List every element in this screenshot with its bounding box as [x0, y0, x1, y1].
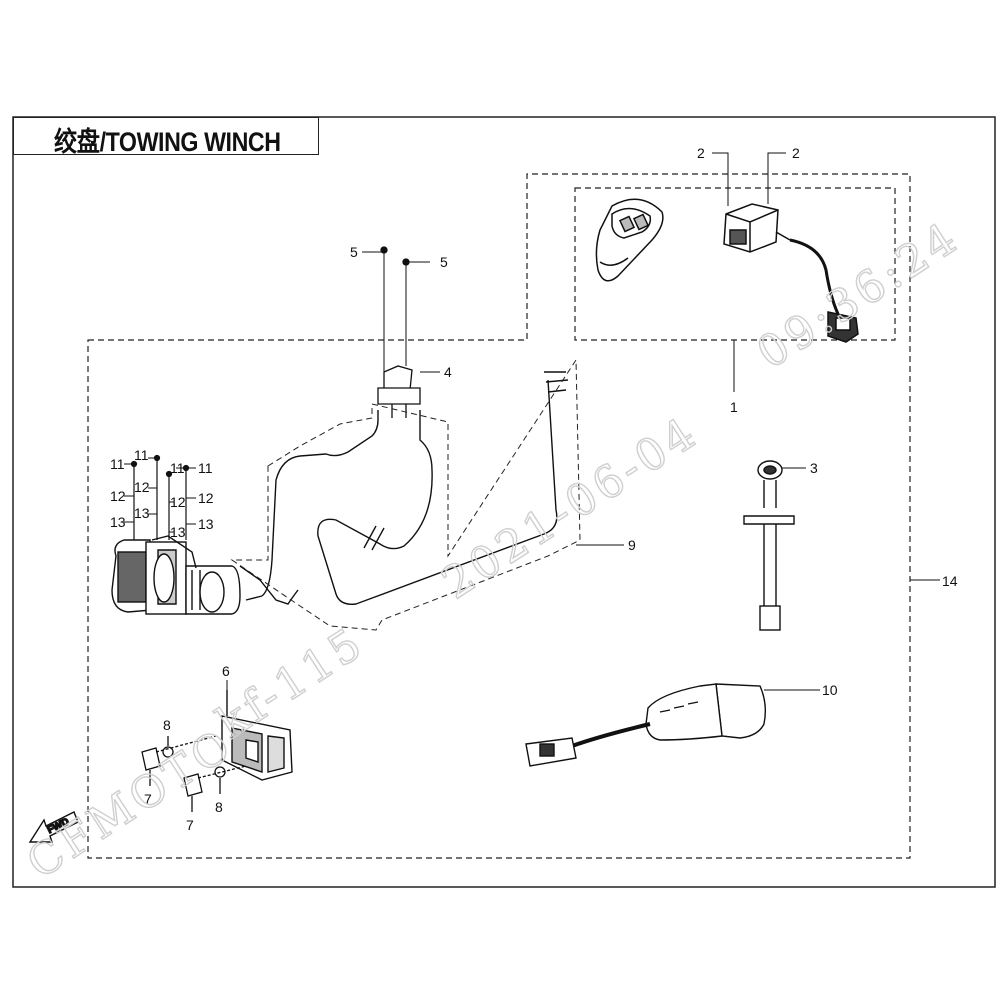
- handheld-controller: [525, 683, 767, 767]
- group-1-boundary: [574, 187, 896, 341]
- watermark-date: 2021-06-04: [433, 406, 707, 609]
- callout-11a: 11: [110, 456, 125, 472]
- callout-13b: 13: [134, 505, 150, 521]
- callout-4: 4: [444, 364, 452, 380]
- watermark-brand: CFMOTO: [18, 719, 243, 890]
- callout-13d: 13: [198, 516, 214, 532]
- winch-receiver: [723, 203, 859, 343]
- outer-frame: [12, 116, 996, 888]
- watermark-time: 09:36:24: [748, 211, 968, 379]
- callout-12b: 12: [134, 479, 150, 495]
- callout-10: 10: [822, 682, 838, 698]
- remote-fob: [595, 198, 664, 282]
- callout-9: 9: [628, 537, 636, 553]
- callout-2b: 2: [792, 145, 800, 161]
- watermark-user: kf-115: [208, 617, 374, 749]
- winch-relay: [377, 246, 421, 418]
- winch-motor-assembly: [111, 535, 241, 615]
- bracket-bolts: [141, 735, 247, 812]
- callout-13a: 13: [110, 514, 126, 530]
- callout-12a: 12: [110, 488, 126, 504]
- callout-11b: 11: [134, 447, 149, 463]
- harness-break-mark: [363, 525, 385, 551]
- callout-1: 1: [730, 399, 738, 415]
- callout-8b: 8: [215, 799, 223, 815]
- callout-11d: 11: [198, 460, 213, 476]
- title-box: 绞盘/TOWING WINCH: [13, 117, 319, 157]
- callout-7b: 7: [186, 817, 194, 833]
- callout-12c: 12: [170, 494, 186, 510]
- callout-11c: 11: [170, 460, 185, 476]
- callout-12d: 12: [198, 490, 214, 506]
- callout-13c: 13: [170, 524, 186, 540]
- callout-7a: 7: [144, 791, 152, 807]
- callout-5a: 5: [350, 244, 358, 260]
- callout-2a: 2: [697, 145, 705, 161]
- mounting-bracket: [221, 690, 293, 781]
- callout-5b: 5: [440, 254, 448, 270]
- leader-lines: [124, 152, 940, 691]
- winch-switch: [743, 460, 795, 631]
- callout-6: 6: [222, 663, 230, 679]
- callout-8a: 8: [163, 717, 171, 733]
- harness-boundary: [230, 358, 581, 631]
- wiring-harness: [239, 371, 569, 605]
- callout-14: 14: [942, 573, 958, 589]
- callouts: 2 2 5 5 4 1 3 9 14 10 6 8 8 7 7 11 11 11…: [110, 145, 958, 833]
- group-14-boundary: [87, 173, 911, 859]
- winch-bolts: [130, 454, 190, 540]
- callout-3: 3: [810, 460, 818, 476]
- page-title: 绞盘/TOWING WINCH: [54, 127, 281, 157]
